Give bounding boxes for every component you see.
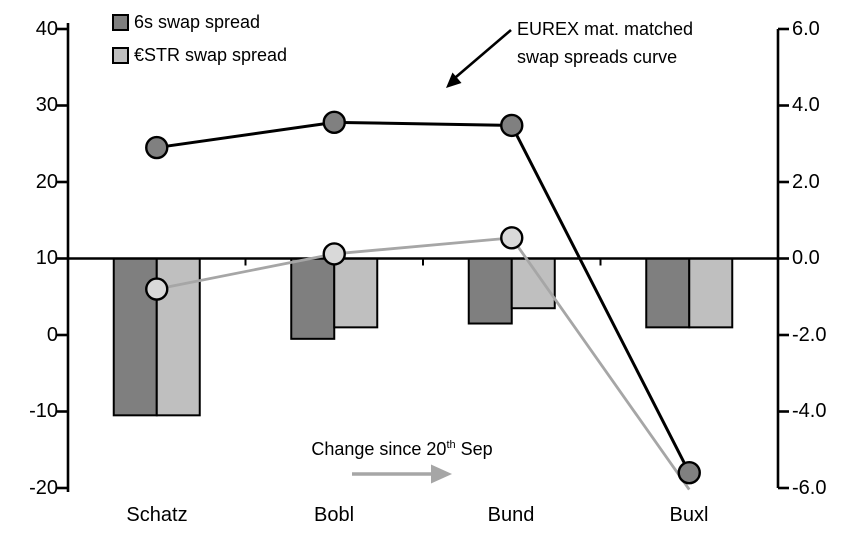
change-annotation: Change since 20th Sep — [282, 438, 522, 460]
bar-6s-bund — [467, 257, 513, 325]
right-axis-tick-label: -6.0 — [792, 477, 827, 499]
legend-item-6s: 6s swap spread — [112, 9, 287, 35]
6s-marker-buxl — [677, 461, 701, 485]
6s-marker-schatz — [145, 135, 169, 160]
left-axis-tick-label: 10 — [35, 247, 58, 269]
legend: 6s swap spread €STR swap spread — [112, 9, 287, 75]
estr-marker-bobl — [322, 242, 346, 266]
estr-marker-bund — [500, 226, 524, 250]
curve-annotation-line1: EUREX mat. matched — [517, 19, 694, 39]
curve-annotation-arrow-shaft — [455, 29, 512, 78]
category-label-bobl: Bobl — [313, 504, 355, 526]
bar-6s-buxl — [645, 257, 691, 329]
6s-marker-bund — [500, 113, 524, 138]
curve-annotation-line2: swap spreads curve — [517, 47, 678, 67]
right-axis-tick-label: 2.0 — [792, 171, 820, 193]
legend-item-estr: €STR swap spread — [112, 42, 287, 68]
right-axis-tick-label: -4.0 — [792, 400, 827, 422]
left-axis-tick-label: 40 — [35, 18, 58, 40]
category-label-schatz: Schatz — [126, 504, 188, 526]
change-annotation-suffix: Sep — [455, 439, 493, 459]
left-axis-tick-label: -10 — [29, 400, 58, 422]
estr-swap-spread-line — [156, 236, 691, 491]
right-axis-tick-label: 6.0 — [792, 18, 820, 40]
change-annotation-prefix: Change since 20 — [311, 439, 447, 459]
curve-annotation: EUREX mat. matched swap spreads curve — [517, 15, 693, 71]
change-arrow-head — [431, 464, 452, 484]
category-label-buxl: Buxl — [669, 504, 709, 526]
legend-label-estr: €STR swap spread — [134, 45, 288, 65]
estr-marker-schatz — [145, 277, 169, 301]
right-axis-tick-label: -2.0 — [792, 324, 827, 346]
left-axis-tick-label: -20 — [29, 477, 58, 499]
6s-marker-bobl — [322, 110, 346, 135]
6s-swap-spread-line — [156, 120, 691, 474]
bar-6s-bobl — [290, 257, 336, 340]
legend-label-6s: 6s swap spread — [134, 12, 261, 32]
left-axis-tick-label: 0 — [46, 324, 58, 346]
legend-swatch-6s — [112, 13, 129, 31]
right-axis-tick-label: 0.0 — [792, 247, 820, 269]
curve-annotation-arrow-head — [446, 72, 462, 88]
right-axis-tick-label: 4.0 — [792, 94, 820, 116]
bar-estr-buxl — [688, 257, 734, 329]
change-annotation-superscript: th — [446, 439, 456, 451]
category-label-bund: Bund — [487, 504, 535, 526]
legend-swatch-estr — [112, 46, 129, 64]
left-axis-tick-label: 20 — [35, 171, 58, 193]
left-axis-tick-label: 30 — [35, 94, 58, 116]
bar-estr-bobl — [333, 257, 379, 329]
